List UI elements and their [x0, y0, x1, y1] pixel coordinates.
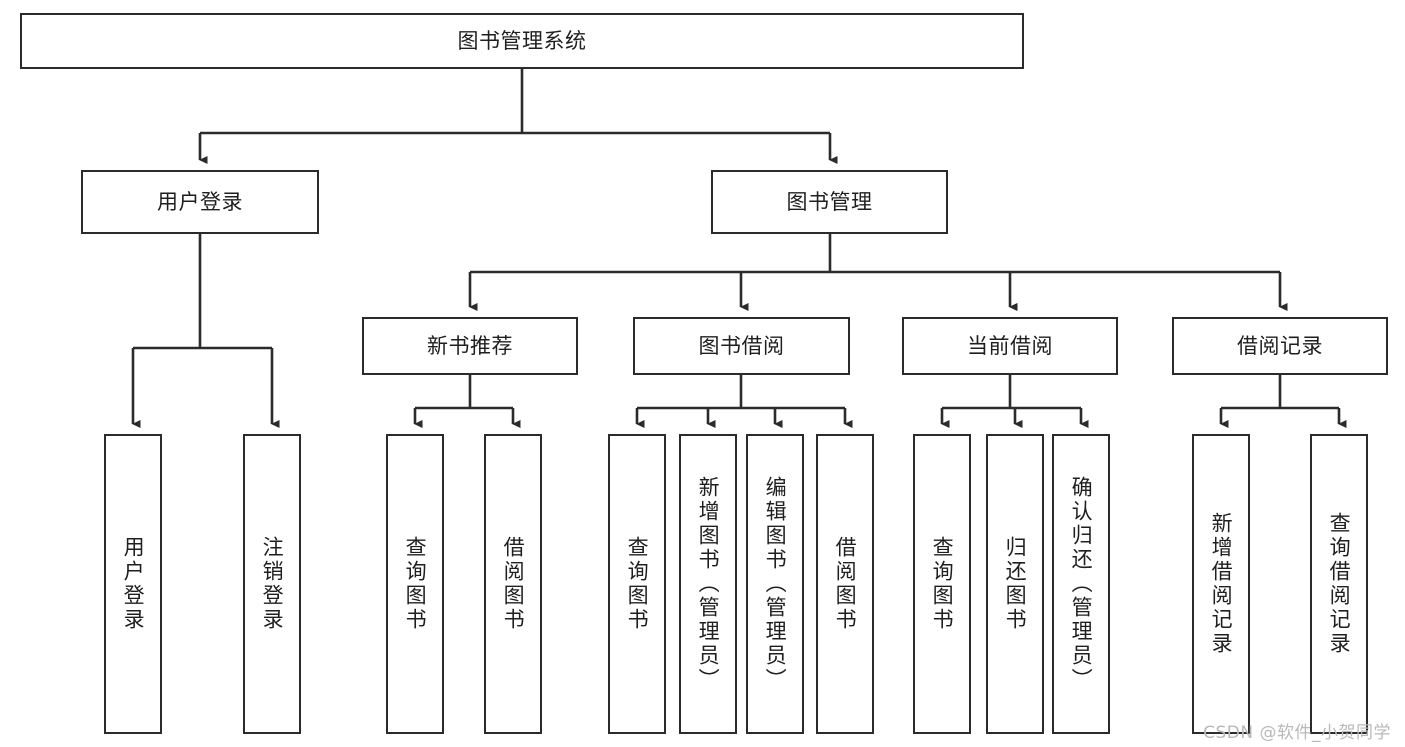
node-current-borrow-label: 当前借阅: [967, 333, 1053, 358]
node-leaf-query-book-recommend-label: 查询图书: [403, 536, 428, 632]
node-book-borrow[interactable]: 图书借阅: [633, 317, 850, 375]
node-current-borrow[interactable]: 当前借阅: [902, 317, 1118, 375]
node-leaf-edit-book-label: 编辑图书（管理员）: [763, 476, 788, 692]
node-leaf-query-book-current-label: 查询图书: [930, 536, 955, 632]
node-leaf-confirm-return-label: 确认归还（管理员）: [1069, 476, 1094, 692]
node-leaf-user-logout-label: 注销登录: [260, 536, 285, 632]
node-book-management-label: 图书管理: [786, 189, 873, 214]
node-leaf-user-login-label: 用户登录: [121, 536, 146, 632]
node-leaf-add-book[interactable]: 新增图书（管理员）: [679, 434, 737, 734]
node-leaf-query-book-borrow-label: 查询图书: [625, 536, 650, 632]
watermark: CSDN @软件_小贺同学: [1203, 723, 1391, 743]
node-borrow-record-label: 借阅记录: [1237, 333, 1323, 358]
node-book-borrow-label: 图书借阅: [698, 333, 785, 358]
node-leaf-query-borrow-record[interactable]: 查询借阅记录: [1310, 434, 1368, 734]
node-leaf-query-borrow-record-label: 查询借阅记录: [1327, 512, 1352, 656]
node-root-label: 图书管理系统: [457, 28, 587, 53]
node-new-book-recommend-label: 新书推荐: [427, 333, 513, 358]
node-leaf-add-borrow-record-label: 新增借阅记录: [1209, 512, 1234, 656]
node-book-management[interactable]: 图书管理: [711, 170, 948, 234]
node-leaf-confirm-return[interactable]: 确认归还（管理员）: [1052, 434, 1110, 734]
node-leaf-user-login[interactable]: 用户登录: [104, 434, 162, 734]
node-leaf-return-book[interactable]: 归还图书: [986, 434, 1044, 734]
node-leaf-add-borrow-record[interactable]: 新增借阅记录: [1192, 434, 1250, 734]
node-leaf-borrow-book-recommend[interactable]: 借阅图书: [484, 434, 542, 734]
node-new-book-recommend[interactable]: 新书推荐: [362, 317, 578, 375]
node-leaf-add-book-label: 新增图书（管理员）: [696, 476, 721, 692]
node-leaf-return-book-label: 归还图书: [1003, 536, 1028, 632]
node-user-login-label: 用户登录: [157, 189, 243, 214]
node-leaf-query-book-borrow[interactable]: 查询图书: [608, 434, 666, 734]
node-user-login[interactable]: 用户登录: [81, 170, 319, 234]
node-leaf-edit-book[interactable]: 编辑图书（管理员）: [746, 434, 804, 734]
node-leaf-user-logout[interactable]: 注销登录: [243, 434, 301, 734]
node-leaf-query-book-recommend[interactable]: 查询图书: [386, 434, 444, 734]
node-leaf-borrow-book[interactable]: 借阅图书: [816, 434, 874, 734]
node-leaf-borrow-book-label: 借阅图书: [833, 536, 858, 632]
node-leaf-query-book-current[interactable]: 查询图书: [913, 434, 971, 734]
node-borrow-record[interactable]: 借阅记录: [1172, 317, 1388, 375]
node-leaf-borrow-book-recommend-label: 借阅图书: [501, 536, 526, 632]
node-root[interactable]: 图书管理系统: [20, 13, 1024, 69]
